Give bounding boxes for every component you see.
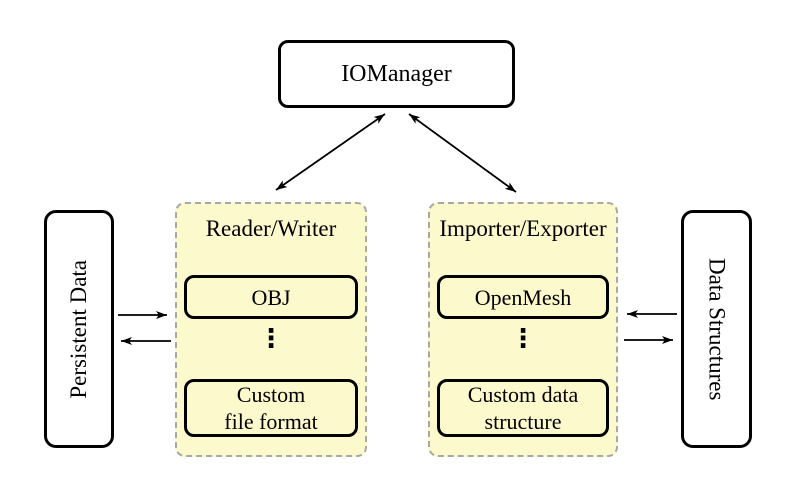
node-obj-label: OBJ [251, 284, 291, 310]
node-custom-file-format-line1: Custom [236, 382, 306, 407]
node-custom-data-structure-line2: structure [484, 409, 562, 434]
group-reader-writer-label: Reader/Writer [205, 216, 337, 241]
vertical-ellipsis-right: ⋮ [510, 324, 536, 354]
node-data-structures-label: Data Structures [704, 257, 730, 401]
node-custom-file-format-line2: file format [224, 409, 318, 434]
group-reader-writer: Reader/Writer OBJ ⋮ Custom file format [175, 202, 367, 457]
node-custom-data-structure-line1: Custom data [467, 382, 579, 407]
group-importer-exporter-label: Importer/Exporter [439, 216, 607, 241]
vertical-ellipsis-left: ⋮ [258, 324, 284, 354]
node-custom-data-structure: Custom data structure [437, 379, 609, 437]
node-obj: OBJ [184, 275, 358, 319]
node-persistent-data: Persistent Data [44, 210, 114, 448]
node-iomanager: IOManager [278, 40, 515, 108]
edge-iomanager-importerexporter [408, 113, 517, 193]
node-openmesh-label: OpenMesh [474, 284, 572, 310]
node-data-structures: Data Structures [681, 210, 752, 448]
group-importer-exporter: Importer/Exporter OpenMesh ⋮ Custom data… [428, 202, 618, 457]
edge-iomanager-readerwriter [275, 113, 386, 191]
node-openmesh: OpenMesh [437, 275, 609, 319]
node-custom-file-format: Custom file format [184, 379, 358, 437]
node-persistent-data-label: Persistent Data [66, 259, 91, 399]
node-iomanager-label: IOManager [341, 60, 452, 87]
